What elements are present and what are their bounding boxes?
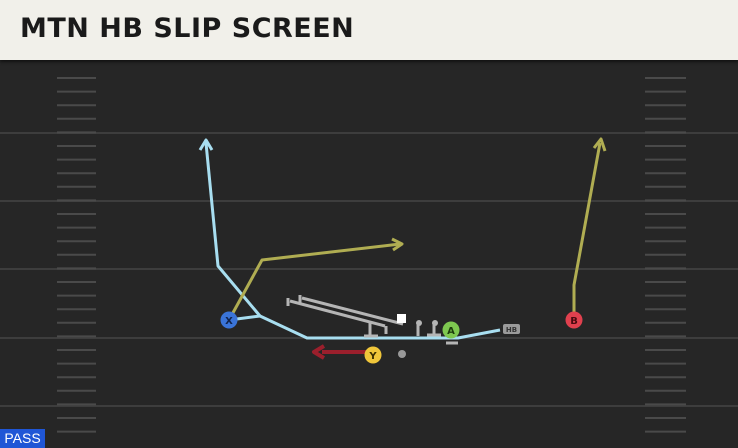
center-marker: [397, 314, 406, 323]
halfback-icon[interactable]: [503, 324, 520, 334]
hash-marks-left: [57, 77, 96, 433]
route-x-vertical: [204, 142, 262, 317]
player-b-label: B: [570, 316, 578, 327]
field-lines: [0, 132, 738, 407]
player-y-label: Y: [368, 351, 377, 362]
block-y-arrowhead: [312, 344, 326, 360]
halfback-label: HB: [506, 326, 517, 334]
lineman-marker: [432, 320, 438, 326]
title-bar: MTN HB SLIP SCREEN: [0, 0, 738, 60]
offensive-line: [286, 295, 458, 345]
player-b-icon[interactable]: [565, 311, 583, 329]
player-x-icon[interactable]: [220, 311, 238, 329]
hash-marks-right: [645, 77, 686, 433]
route-x-arrowhead: [198, 138, 214, 151]
route-crosser-arrowhead: [391, 237, 404, 252]
route-b: [572, 142, 602, 320]
lineman-marker: [416, 320, 422, 326]
route-crosser: [227, 242, 401, 321]
player-a-label: A: [447, 326, 455, 337]
play-type-badge: PASS: [0, 429, 45, 448]
player-a-icon[interactable]: [442, 321, 460, 339]
play-title: MTN HB SLIP SCREEN: [20, 13, 355, 44]
route-b-arrowhead: [592, 137, 607, 152]
player-y-icon[interactable]: [364, 346, 382, 364]
qb-marker: [398, 350, 406, 358]
route-x: [228, 314, 501, 340]
player-x-label: X: [225, 316, 233, 327]
